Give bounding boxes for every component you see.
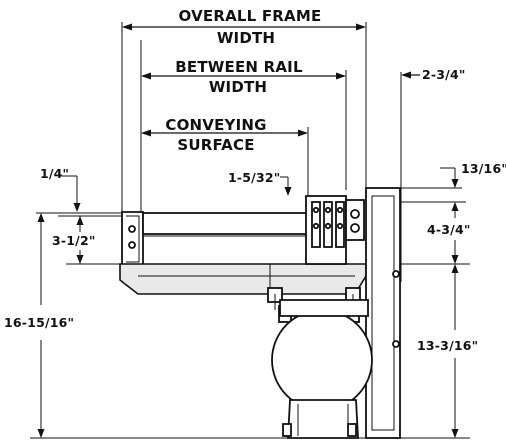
conveying-surface-label-line2: SURFACE bbox=[177, 136, 254, 154]
between-rail-width-label-line2: WIDTH bbox=[209, 78, 267, 96]
between-rail-width-label-line1: BETWEEN RAIL bbox=[175, 58, 303, 76]
frame-height-label: 3-1/2" bbox=[52, 233, 96, 248]
between-rail-width-dimension bbox=[140, 40, 347, 212]
frame-height-dimension bbox=[66, 216, 124, 265]
drive-motor bbox=[271, 299, 373, 439]
bracket-height-label: 4-3/4" bbox=[427, 222, 471, 237]
side-offset-label: 2-3/4" bbox=[422, 67, 466, 82]
top-offset-label: 13/16" bbox=[461, 161, 506, 176]
rail-lip-label: 1/4" bbox=[40, 166, 69, 181]
conveying-surface-label-line1: CONVEYING bbox=[165, 116, 266, 134]
lower-height-label: 13-3/16" bbox=[417, 338, 478, 353]
conveying-surface-dimension bbox=[141, 127, 309, 196]
side-plate bbox=[365, 187, 401, 439]
overall-frame-width-label-line2: WIDTH bbox=[217, 29, 275, 47]
lower-height-dimension bbox=[451, 264, 459, 438]
overall-height-label: 16-15/16" bbox=[4, 315, 74, 330]
overall-frame-width-dimension bbox=[121, 22, 367, 215]
left-side-rail bbox=[121, 211, 144, 267]
roller-offset-label: 1-5/32" bbox=[228, 170, 280, 185]
overall-height-dimension bbox=[30, 212, 470, 439]
overall-frame-width-label-line1: OVERALL FRAME bbox=[179, 7, 322, 25]
side-offset-dimension bbox=[400, 71, 420, 282]
top-offset-dimension bbox=[386, 167, 462, 189]
roller bbox=[142, 212, 308, 237]
right-side-rail-assembly bbox=[305, 195, 365, 265]
cross-member bbox=[119, 263, 367, 295]
rail-lip-dimension bbox=[58, 175, 126, 217]
